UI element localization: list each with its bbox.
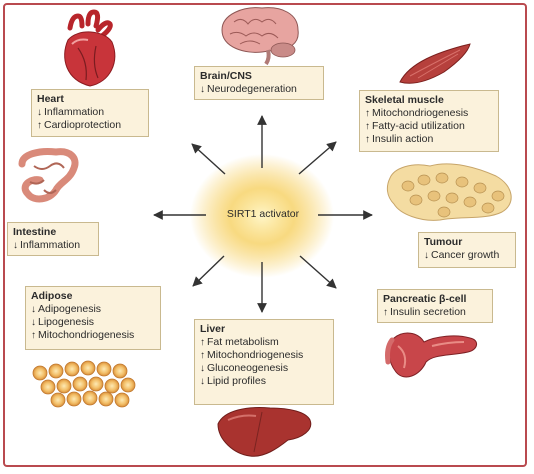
pancreas-effect-1: Insulin secretion bbox=[390, 306, 466, 318]
heart-title: Heart bbox=[37, 93, 64, 105]
liver-effect-2: Mitochondriogenesis bbox=[207, 349, 304, 361]
pancreas-illustration bbox=[385, 332, 477, 378]
adipose-effect-1: Adipogenesis bbox=[38, 303, 102, 315]
liver-arrow-1: ↑ bbox=[200, 337, 205, 348]
liver-effect-3: Gluconeogenesis bbox=[207, 362, 289, 374]
intestine-box: Intestine ↓Inflammation bbox=[7, 222, 99, 256]
heart-arrow-1: ↓ bbox=[37, 107, 42, 118]
liver-arrow-2: ↑ bbox=[200, 350, 205, 361]
arrow-heart bbox=[191, 143, 226, 175]
brain-illustration bbox=[221, 7, 299, 66]
pancreatic-beta-cell-box: Pancreatic β-cell ↑Insulin secretion bbox=[377, 289, 493, 323]
muscle-effect-2: Fatty-acid utilization bbox=[372, 120, 465, 132]
muscle-effect-3: Insulin action bbox=[372, 133, 434, 145]
liver-arrow-3: ↓ bbox=[200, 363, 205, 374]
intestine-title: Intestine bbox=[13, 226, 57, 238]
muscle-arrow-2: ↑ bbox=[365, 121, 370, 132]
liver-title: Liver bbox=[200, 323, 226, 335]
liver-box: Liver ↑Fat metabolism ↑Mitochondriogenes… bbox=[194, 319, 334, 405]
skeletal-muscle-box: Skeletal muscle ↑Mitochondriogenesis ↑Fa… bbox=[359, 90, 499, 152]
heart-effect-2: Cardioprotection bbox=[44, 119, 122, 131]
brain-effect-1: Neurodegeneration bbox=[207, 83, 297, 95]
tumour-arrow-1: ↓ bbox=[424, 250, 429, 261]
heart-box: Heart ↓Inflammation ↑Cardioprotection bbox=[31, 89, 149, 137]
arrows bbox=[153, 115, 373, 313]
brain-title: Brain/CNS bbox=[200, 70, 252, 82]
liver-illustration bbox=[217, 407, 312, 457]
arrow-pancreas bbox=[299, 255, 337, 289]
brain-arrow-1: ↓ bbox=[200, 84, 205, 95]
heart-arrow-2: ↑ bbox=[37, 120, 42, 131]
adipose-box: Adipose ↓Adipogenesis ↓Lipogenesis ↑Mito… bbox=[25, 286, 161, 350]
sirt1-glow bbox=[190, 154, 334, 278]
muscle-illustration bbox=[399, 43, 471, 84]
tumour-effect-1: Cancer growth bbox=[431, 249, 500, 261]
liver-arrow-4: ↓ bbox=[200, 376, 205, 387]
adipose-effect-2: Lipogenesis bbox=[38, 316, 95, 328]
adipose-effect-3: Mitochondriogenesis bbox=[38, 329, 135, 341]
brain-box: Brain/CNS ↓Neurodegeneration bbox=[194, 66, 324, 100]
muscle-arrow-1: ↑ bbox=[365, 108, 370, 119]
liver-effect-1: Fat metabolism bbox=[207, 336, 279, 348]
tumour-box: Tumour ↓Cancer growth bbox=[418, 232, 516, 268]
intestine-effect-1: Inflammation bbox=[20, 239, 81, 251]
heart-effect-1: Inflammation bbox=[44, 106, 105, 118]
intestine-illustration bbox=[18, 148, 79, 203]
adipose-title: Adipose bbox=[31, 290, 73, 302]
intestine-arrow-1: ↓ bbox=[13, 240, 18, 251]
adipose-arrow-1: ↓ bbox=[31, 304, 36, 315]
arrow-muscle bbox=[298, 141, 337, 175]
heart-illustration bbox=[64, 9, 116, 87]
liver-effect-4: Lipid profiles bbox=[207, 375, 266, 387]
adipose-illustration bbox=[32, 360, 136, 408]
tumour-illustration bbox=[386, 163, 512, 221]
sirt1-activator-label: SIRT1 activator bbox=[226, 208, 300, 220]
adipose-arrow-2: ↓ bbox=[31, 317, 36, 328]
tumour-title: Tumour bbox=[424, 236, 463, 248]
muscle-effect-1: Mitochondriogenesis bbox=[372, 107, 469, 119]
pancreas-arrow-1: ↑ bbox=[383, 307, 388, 318]
muscle-title: Skeletal muscle bbox=[365, 94, 444, 106]
pancreas-title: Pancreatic β-cell bbox=[383, 293, 467, 305]
adipose-arrow-3: ↑ bbox=[31, 330, 36, 341]
arrow-adipose bbox=[192, 255, 225, 287]
muscle-arrow-3: ↑ bbox=[365, 134, 370, 145]
